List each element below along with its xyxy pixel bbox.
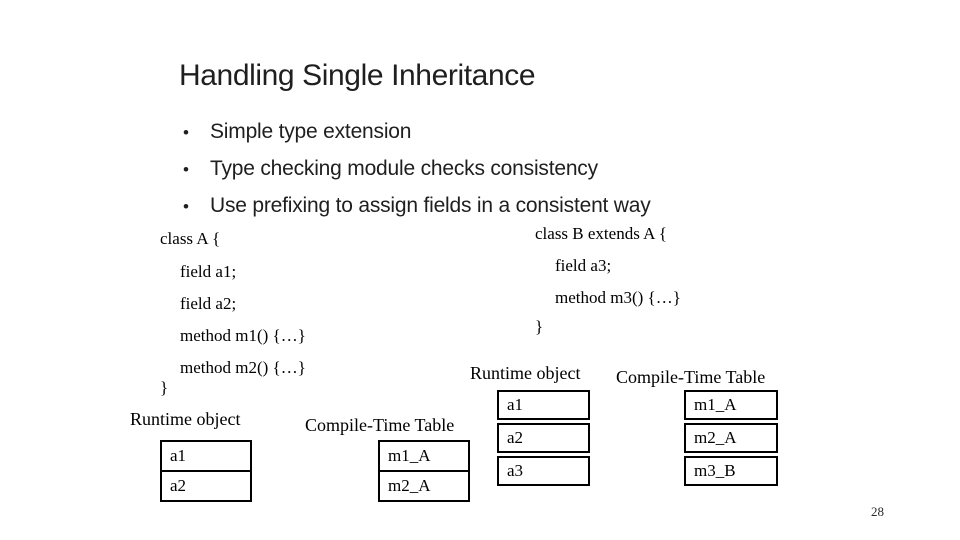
class-b-line: field a3; (555, 256, 612, 275)
class-b-line: } (535, 317, 544, 336)
bullet-dot-icon: • (183, 160, 189, 179)
bullet-text: Type checking module checks consistency (210, 157, 598, 180)
page-title: Handling Single Inheritance (179, 59, 536, 92)
class-a-line: class A { (160, 229, 221, 248)
bullet-item: • Simple type extension (183, 119, 651, 145)
table-row: m2_A (684, 423, 778, 453)
table-row: m1_A (378, 440, 470, 472)
runtime-object-label-a: Runtime object (130, 409, 241, 429)
compile-time-table-b: m1_A m2_A m3_B (684, 390, 778, 489)
class-b-line: method m3() {…} (555, 288, 681, 307)
bullet-list: • Simple type extension • Type checking mo… (183, 119, 651, 230)
class-a-line: method m1() {…} (180, 326, 306, 345)
runtime-object-label-b: Runtime object (470, 363, 581, 383)
compile-time-table-label-b: Compile-Time Table (616, 367, 766, 387)
table-row: a1 (160, 440, 252, 472)
class-b-line: class B extends A { (535, 224, 667, 243)
class-a-line: field a2; (180, 294, 237, 313)
table-row: m1_A (684, 390, 778, 420)
bullet-dot-icon: • (183, 123, 189, 142)
table-row: a2 (160, 470, 252, 502)
bullet-item: • Type checking module checks consistency (183, 156, 651, 182)
bullet-text: Use prefixing to assign fields in a cons… (210, 194, 651, 217)
class-a-line: method m2() {…} (180, 358, 306, 377)
page-number: 28 (871, 504, 884, 519)
table-row: m2_A (378, 470, 470, 502)
compile-time-table-label-a: Compile-Time Table (305, 415, 455, 435)
bullet-text: Simple type extension (210, 120, 412, 143)
bullet-item: • Use prefixing to assign fields in a con… (183, 193, 651, 219)
runtime-object-table-a: a1 a2 (160, 440, 252, 502)
table-row: m3_B (684, 456, 778, 486)
class-a-line: } (160, 378, 169, 397)
table-row: a1 (497, 390, 590, 420)
compile-time-table-a: m1_A m2_A (378, 440, 470, 502)
table-row: a3 (497, 456, 590, 486)
table-row: a2 (497, 423, 590, 453)
class-a-line: field a1; (180, 262, 237, 281)
runtime-object-table-b: a1 a2 a3 (497, 390, 590, 489)
bullet-dot-icon: • (183, 197, 189, 216)
